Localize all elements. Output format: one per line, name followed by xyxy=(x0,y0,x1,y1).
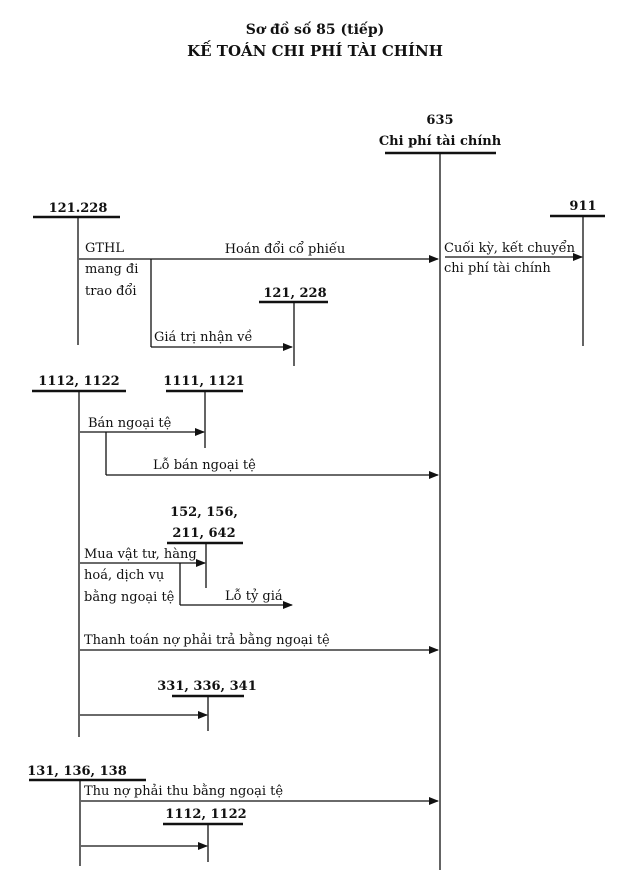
label-thu-no: Thu nợ phải thu bằng ngoại tệ xyxy=(84,783,283,799)
account-152-code-line2: 211, 642 xyxy=(172,526,235,541)
diagram-number-title: Sơ đồ số 85 (tiếp) xyxy=(245,22,385,38)
account-121-228-b-code: 121, 228 xyxy=(263,286,326,301)
label-cuoi-ky-line1: Cuối kỳ, kết chuyển xyxy=(444,240,576,256)
label-hoan-doi: Hoán đổi cổ phiếu xyxy=(225,241,346,257)
label-gia-tri-nhan-ve: Giá trị nhận về xyxy=(154,329,253,345)
label-lo-ty-gia: Lỗ tỷ giá xyxy=(225,588,283,604)
account-911-code: 911 xyxy=(569,199,596,214)
diagram-main-title: KẾ TOÁN CHI PHÍ TÀI CHÍNH xyxy=(187,42,443,60)
account-635-name: Chi phí tài chính xyxy=(379,134,502,149)
account-152-code-line1: 152, 156, xyxy=(170,505,238,520)
account-1112-1122-b-code: 1112, 1122 xyxy=(165,807,246,822)
label-gthl-line2: mang đi xyxy=(85,262,138,277)
label-gthl-line3: trao đổi xyxy=(85,283,137,299)
account-1111-1121-code: 1111, 1121 xyxy=(163,374,244,389)
account-121-228-code: 121.228 xyxy=(49,201,108,216)
label-mua-line1: Mua vật tư, hàng xyxy=(84,547,197,562)
label-ban-ngoai-te: Bán ngoại tệ xyxy=(88,416,172,431)
account-331-code: 331, 336, 341 xyxy=(157,679,257,694)
label-gthl-line1: GTHL xyxy=(85,241,124,256)
label-cuoi-ky-line2: chi phí tài chính xyxy=(444,261,551,276)
label-mua-line2: hoá, dịch vụ xyxy=(84,568,164,583)
account-131-code: 131, 136, 138 xyxy=(27,764,127,779)
account-635-code: 635 xyxy=(426,113,453,128)
account-1112-1122-code: 1112, 1122 xyxy=(38,374,119,389)
label-mua-line3: bằng ngoại tệ xyxy=(84,589,175,605)
label-lo-ban-ngoai-te: Lỗ bán ngoại tệ xyxy=(153,457,256,473)
label-thanh-toan: Thanh toán nợ phải trả bằng ngoại tệ xyxy=(84,632,330,648)
